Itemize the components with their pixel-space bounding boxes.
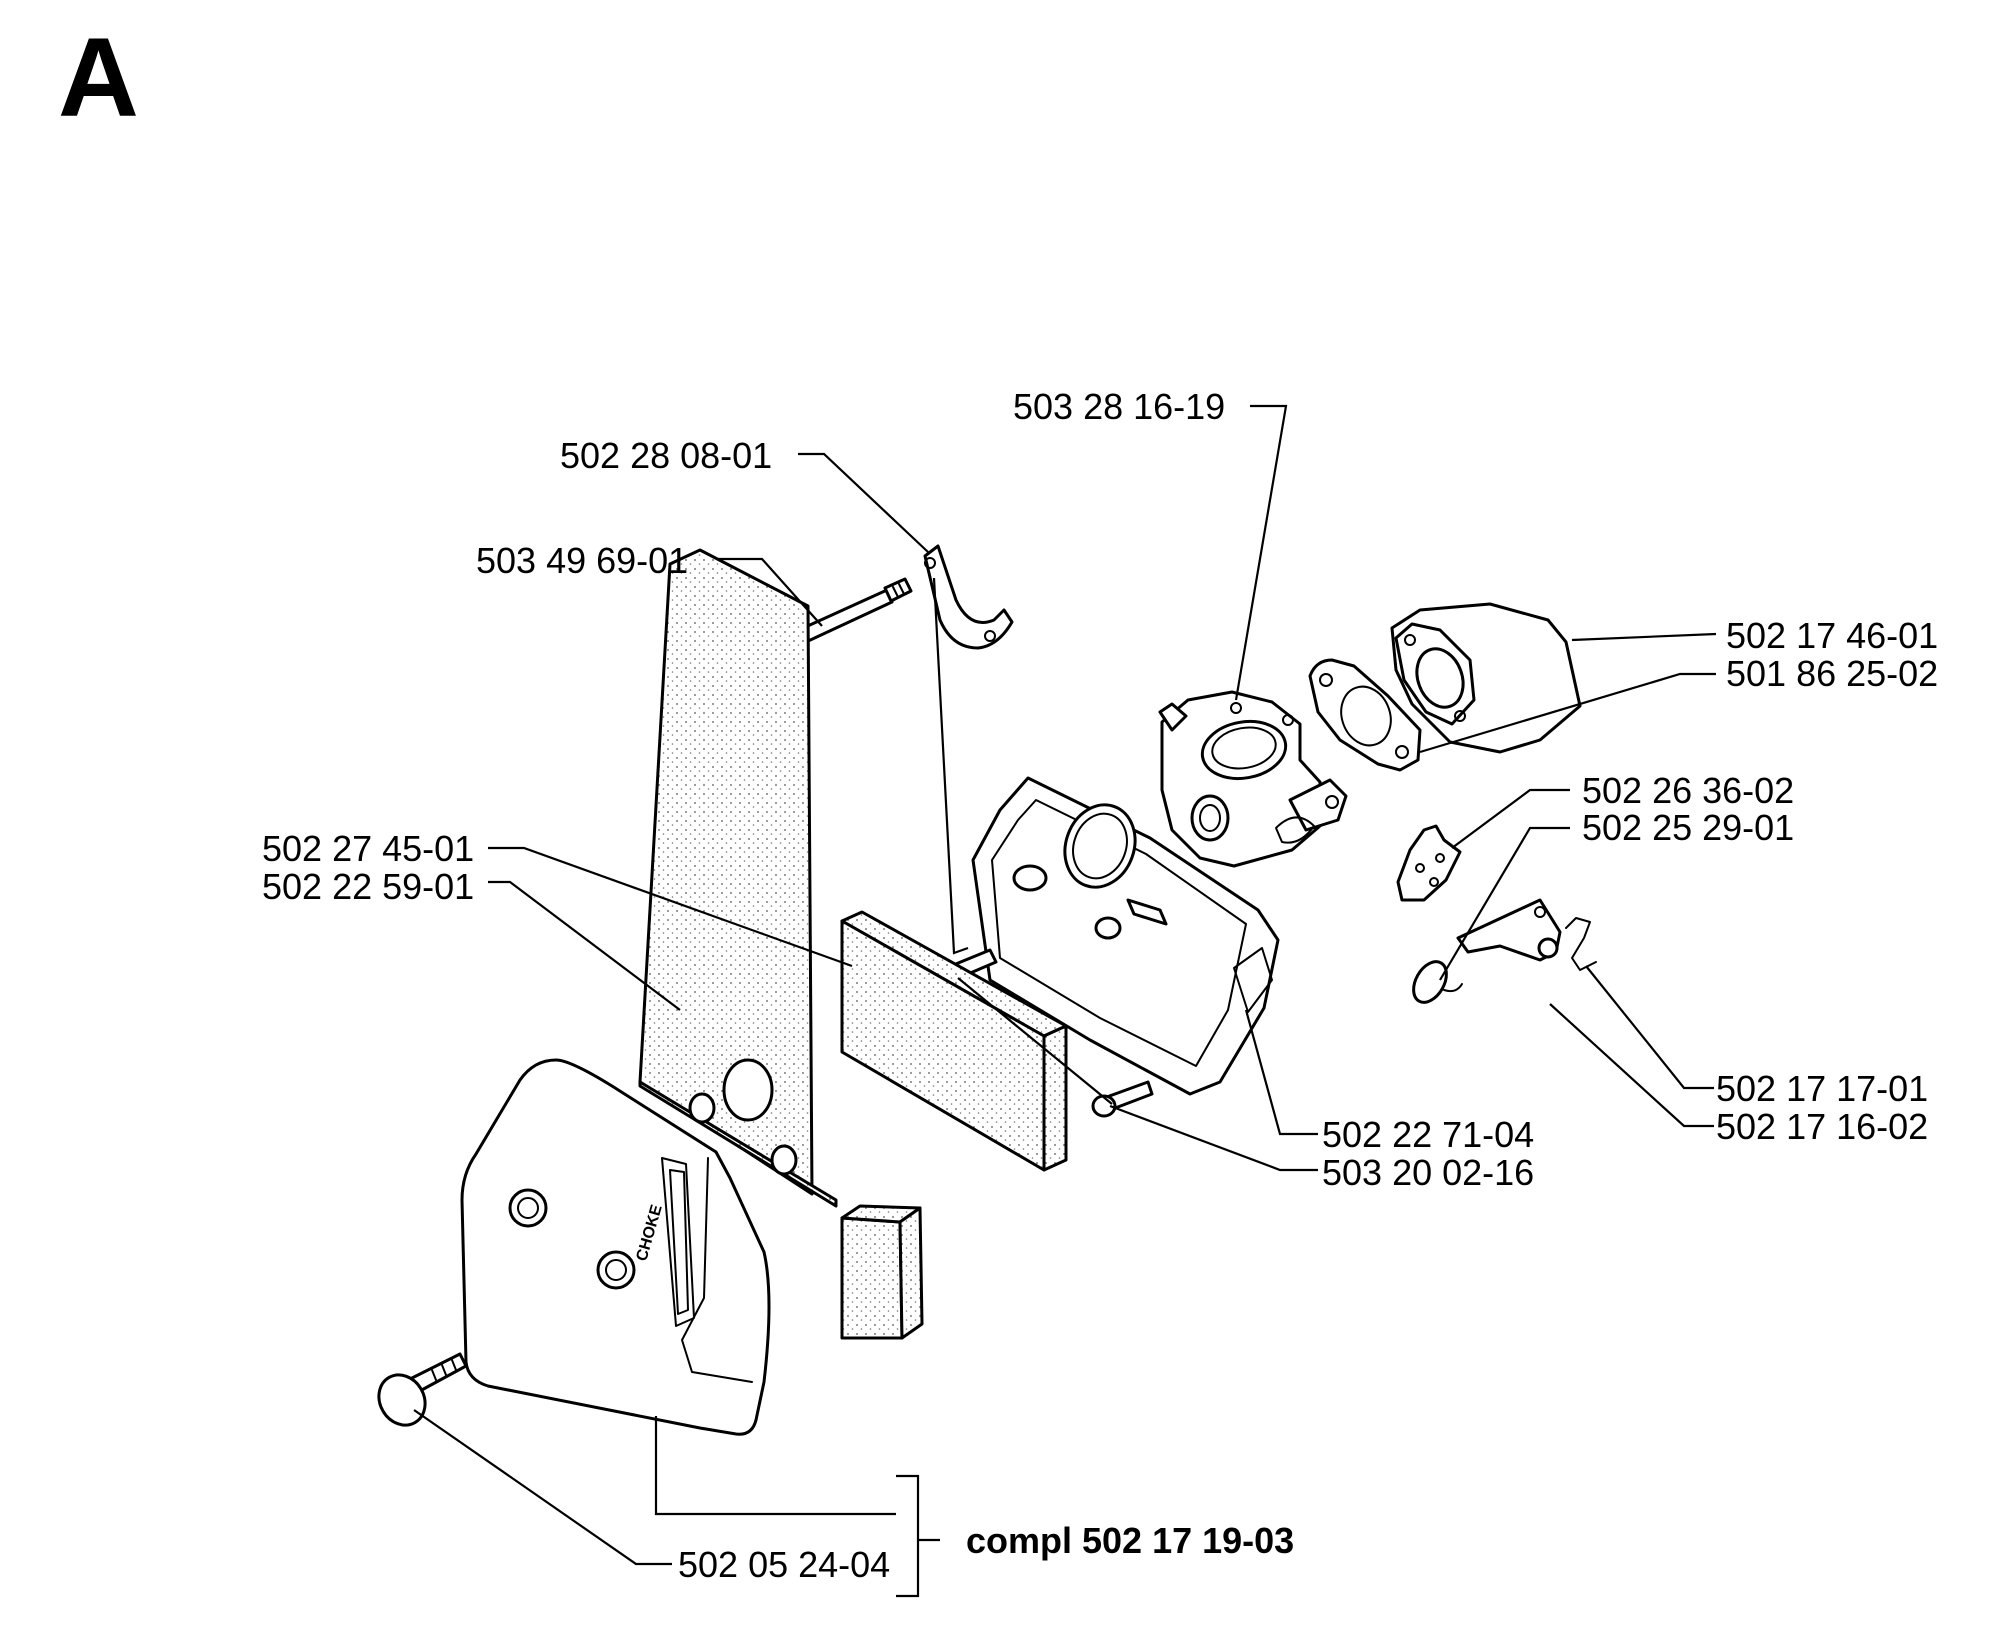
- label-502-17-46-01: 502 17 46-01: [1726, 615, 1938, 656]
- label-502-22-59-01: 502 22 59-01: [262, 866, 474, 907]
- intake-adapter-part: [1390, 602, 1582, 754]
- label-501-86-25-02: 501 86 25-02: [1726, 653, 1938, 694]
- cover-knob-part: [377, 1352, 468, 1427]
- choke-plate-part: [1396, 824, 1462, 902]
- label-503-20-02-16: 503 20 02-16: [1322, 1152, 1534, 1193]
- spring-part: [1412, 960, 1463, 1004]
- leader-lines: [413, 404, 1717, 1598]
- label-503-49-69-01: 503 49 69-01: [476, 540, 688, 581]
- label-502-17-17-01: 502 17 17-01: [1716, 1068, 1928, 1109]
- label-assembly-complete: compl 502 17 19-03: [966, 1520, 1294, 1561]
- lever-part: [1456, 898, 1562, 962]
- label-503-28-16-19: 503 28 16-19: [1013, 386, 1225, 427]
- gasket-part: [1308, 658, 1422, 772]
- label-502-28-08-01: 502 28 08-01: [560, 435, 772, 476]
- clip-part: [1565, 917, 1597, 971]
- carburettor-part: [1158, 690, 1348, 868]
- label-502-05-24-04: 502 05 24-04: [678, 1544, 890, 1585]
- clamp-part: [923, 544, 1014, 650]
- air-filter-cover-part: CHOKE: [460, 1058, 771, 1436]
- label-502-22-71-04: 502 22 71-04: [1322, 1114, 1534, 1155]
- section-letter: A: [58, 15, 139, 140]
- label-502-17-16-02: 502 17 16-02: [1716, 1106, 1928, 1147]
- foam-block-part: [638, 548, 924, 1340]
- part-labels: 503 28 16-19 502 28 08-01 503 49 69-01 5…: [262, 386, 1938, 1585]
- label-502-27-45-01: 502 27 45-01: [262, 828, 474, 869]
- label-502-25-29-01: 502 25 29-01: [1582, 807, 1794, 848]
- label-502-26-36-02: 502 26 36-02: [1582, 770, 1794, 811]
